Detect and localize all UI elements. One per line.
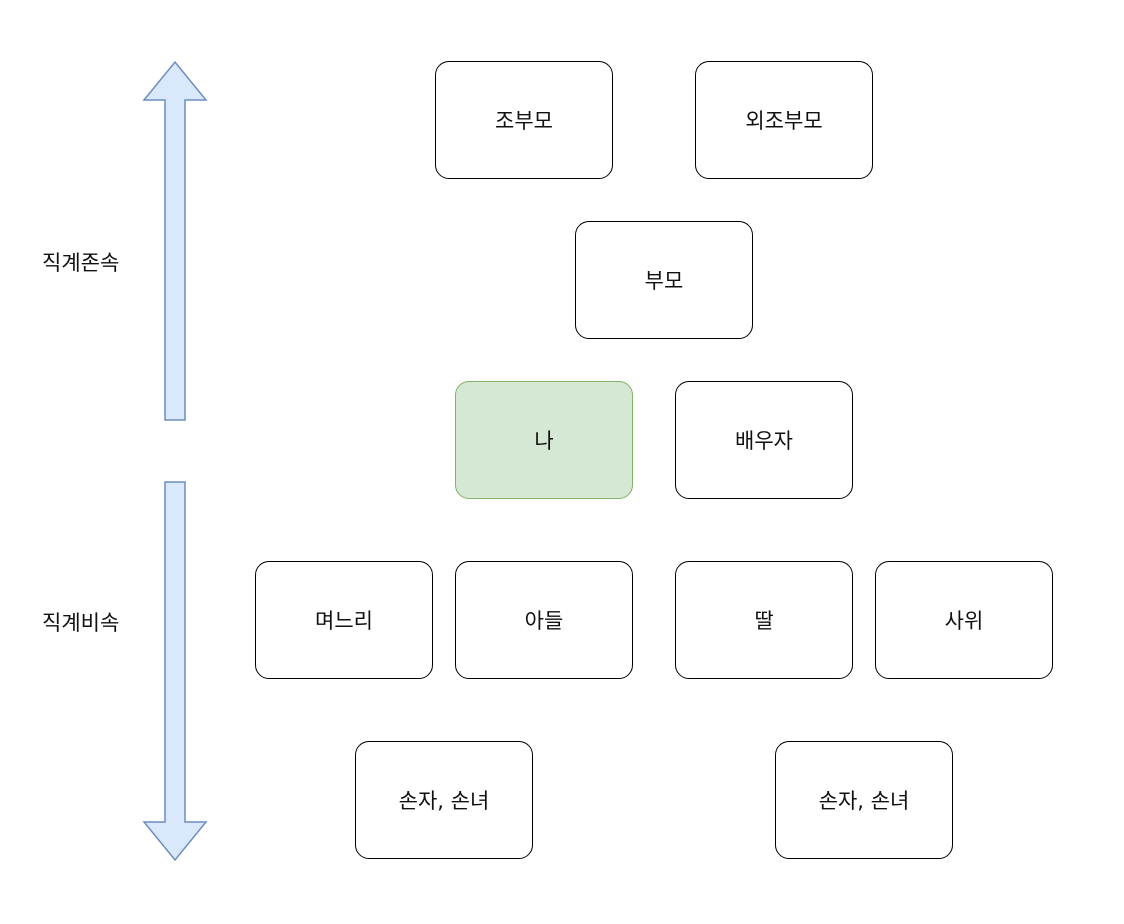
node-spouse: 배우자 <box>675 381 853 499</box>
node-son: 아들 <box>455 561 633 679</box>
node-daughter: 딸 <box>675 561 853 679</box>
node-grandparents: 조부모 <box>435 61 613 179</box>
descendant-down-arrow <box>142 481 208 862</box>
node-daughter-in-law: 며느리 <box>255 561 433 679</box>
node-grandchildren-right: 손자, 손녀 <box>775 741 953 859</box>
ascendant-up-arrow <box>142 60 208 421</box>
node-me: 나 <box>455 381 633 499</box>
ascendant-label: 직계존속 <box>42 251 120 275</box>
node-maternal-grandparents: 외조부모 <box>695 61 873 179</box>
node-grandchildren-left: 손자, 손녀 <box>355 741 533 859</box>
node-parents: 부모 <box>575 221 753 339</box>
node-son-in-law: 사위 <box>875 561 1053 679</box>
descendant-label: 직계비속 <box>42 611 120 635</box>
